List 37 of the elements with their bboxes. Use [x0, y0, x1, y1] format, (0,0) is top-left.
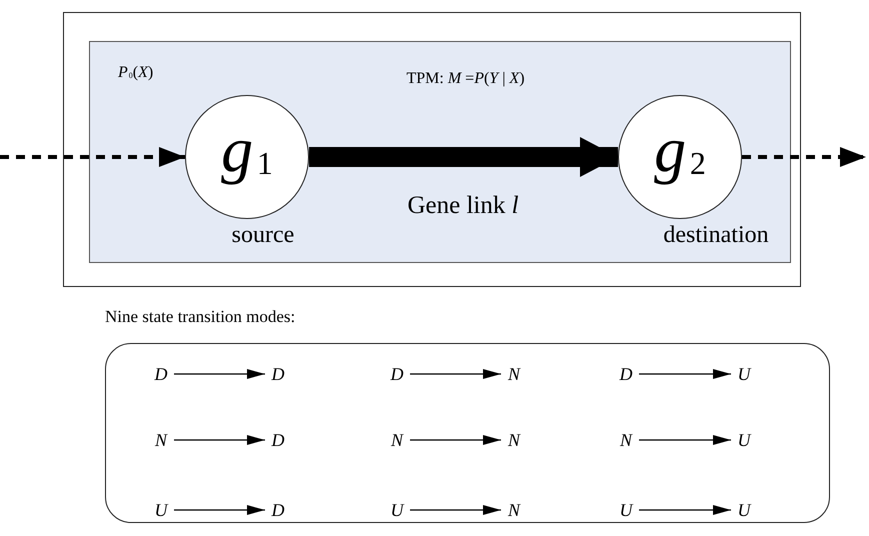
state-symbol: D [618, 363, 634, 385]
state-symbol: D [270, 363, 286, 385]
arrow [410, 369, 501, 379]
state-symbol: N [506, 363, 522, 385]
state-symbol: D [153, 363, 168, 385]
state-symbol: U [736, 499, 752, 521]
arrow [174, 435, 265, 445]
state-symbol: N [390, 429, 405, 451]
state-symbol: U [618, 499, 634, 521]
arrow [639, 435, 731, 445]
section-heading: Nine state transition modes: [105, 307, 296, 327]
state-symbol: D [389, 363, 404, 385]
state-symbol: N [506, 499, 522, 521]
link-caption: Gene link l [406, 192, 520, 220]
state-symbol: U [154, 499, 170, 521]
transition-modes-panel [105, 343, 830, 523]
state-symbol: U [736, 363, 752, 385]
arrow [639, 505, 731, 515]
dashed-arrow [742, 147, 866, 167]
state-symbol: N [506, 429, 522, 451]
arrow [410, 505, 501, 515]
dashed-arrow [0, 147, 185, 167]
outer-frame [63, 12, 801, 287]
state-symbol: N [618, 429, 634, 451]
state-symbol: D [270, 499, 286, 521]
thick-arrow [309, 137, 618, 177]
arrow [174, 505, 265, 515]
node-caption: source [230, 222, 296, 249]
arrow [174, 369, 265, 379]
arrow [410, 435, 501, 445]
state-symbol: U [390, 499, 406, 521]
arrow [639, 369, 731, 379]
gene-link-panel [89, 41, 791, 263]
state-symbol: D [270, 429, 286, 451]
node-caption: destination [662, 222, 770, 249]
state-symbol: N [154, 429, 169, 451]
state-symbol: U [736, 429, 752, 451]
